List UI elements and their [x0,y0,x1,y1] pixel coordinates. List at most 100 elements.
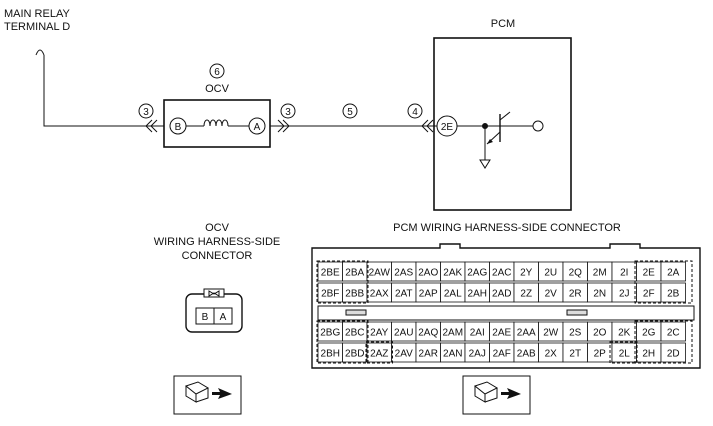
pcm-pin-label: 2BH [321,349,340,360]
pcm-title: PCM [491,18,515,30]
pcm-pin-group-outline [609,341,638,364]
pcm-pin-label: 2AJ [469,349,486,360]
pcm-pin-label: 2AF [493,349,511,360]
pcm-pin-label: 2BF [321,289,339,300]
ocv-connector-title-2: WIRING HARNESS-SIDE [154,236,281,248]
pcm-pin-label: 2F [643,289,655,300]
ocv-connector-title-1: OCV [205,222,230,234]
ground-icon [479,159,491,169]
pcm-pin-label: 2V [545,289,558,300]
arrow-icon [501,388,521,399]
pcm-pin-label: 2W [543,328,559,339]
ocv-connector-pin-b: B [202,312,209,323]
pcm-pin-label: 2AN [443,349,462,360]
connector-mark-ocv-a [277,119,290,133]
pcm-pin-label: 2AT [395,289,413,300]
pcm-pin-label: 2AA [517,328,536,339]
callout-ocv: 6 [214,67,220,78]
ocv-title: OCV [205,83,230,95]
pcm-connector-key-left [345,309,367,316]
pcm-pin-label: 2S [569,328,582,339]
ocv-pin-b: B [175,122,182,133]
pcm-pin-label: 2L [619,349,631,360]
pcm-pin-label: 2I [620,268,628,279]
main-relay-label-line2: TERMINAL D [4,21,70,33]
pcm-pin-label: 2N [593,289,606,300]
pcm-pin-label: 2BA [345,268,364,279]
pcm-pin-label: 2AO [418,268,438,279]
pcm-pin-label: 2AS [394,268,413,279]
pcm-pin-group-outline [316,260,369,304]
callout-circle-pcm-conn [407,103,423,119]
ocv-connector-pin-a: A [220,312,227,323]
pcm-pin-label: 2AB [517,349,536,360]
pcm-pin-label: 2J [619,289,630,300]
pcm-pin-label: 2M [593,268,607,279]
wire-main-relay-to-ocv [43,55,140,127]
pcm-pin-label: 2E [643,268,656,279]
callout-circle-ocv [209,63,225,79]
pcm-connector-divider [317,305,695,321]
pcm-terminal-open [532,120,544,132]
pcm-pin-label: 2AM [442,328,463,339]
callout-circle-left-conn [138,103,154,119]
callout-pcm-conn: 4 [412,107,418,118]
pcm-pin-cell [660,342,686,363]
pcm-pin-label: 2AI [470,328,485,339]
ocv-pin-a: A [254,122,261,133]
pcm-box [433,37,572,211]
pcm-pin-label: 2BD [345,349,364,360]
callout-wire: 5 [347,107,353,118]
ocv-component-box [163,99,271,148]
pcm-pin-label: 2AZ [370,349,388,360]
callout-right-conn: 3 [285,107,291,118]
pcm-pin-label: 2AV [395,349,413,360]
pcm-pin-label: 2Y [520,268,533,279]
pcm-pin-label: 2BE [321,268,340,279]
ocv-connector-title-3: CONNECTOR [182,250,253,262]
pcm-pin-label: 2T [569,349,581,360]
ocv-connector-cell-a [213,307,233,325]
pcm-pin-label: 2B [667,289,680,300]
pcm-pin-label: 2AG [467,268,487,279]
pcm-pin-label: 2AD [492,289,511,300]
ocv-coil-symbol [203,119,229,127]
pcm-pin-cell [660,282,686,303]
pcm-pin-label: 2AP [419,289,438,300]
connector-mark-pcm [421,119,434,133]
pcm-pin-label: 2AE [492,328,511,339]
pcm-pin-label: 2AC [492,268,511,279]
pcm-pin-label: 2O [593,328,607,339]
connector-view-icon [184,381,210,403]
pcm-pin-cell [660,321,686,342]
connector-view-icon [473,381,499,403]
pcm-pin-label: 2AR [419,349,438,360]
pcm-pin-group-outline [634,260,693,304]
pcm-pin-label: 2AX [370,289,389,300]
pcm-pin-label: 2A [667,268,680,279]
pcm-pin-label: 2BG [320,328,340,339]
pcm-pin-label: 2AH [468,289,487,300]
pcm-pin-group-outline [365,341,393,364]
pcm-connector-key-right [566,309,588,316]
pcm-pin-label: 2AW [369,268,391,279]
pcm-pin-cell [660,261,686,282]
pcm-pin-label: 2D [667,349,680,360]
pcm-pin-label: 2AQ [418,328,438,339]
callout-left-conn: 3 [143,107,149,118]
pcm-pin-label: 2AU [394,328,413,339]
callout-circle-wire [342,103,358,119]
pcm-connector-title: PCM WIRING HARNESS-SIDE CONNECTOR [393,222,621,234]
pcm-pin-label: 2AL [444,289,462,300]
arrow-icon [212,388,232,399]
wire-break-symbol [35,49,45,56]
pcm-pin-label: 2P [594,349,607,360]
pcm-pin-label: 2G [642,328,656,339]
pcm-pin-label: 2R [569,289,582,300]
pcm-pin-label: 2Q [569,268,583,279]
pcm-terminal-2e: 2E [441,122,454,133]
pcm-pin-label: 2C [667,328,680,339]
transistor-arrow [487,139,493,144]
